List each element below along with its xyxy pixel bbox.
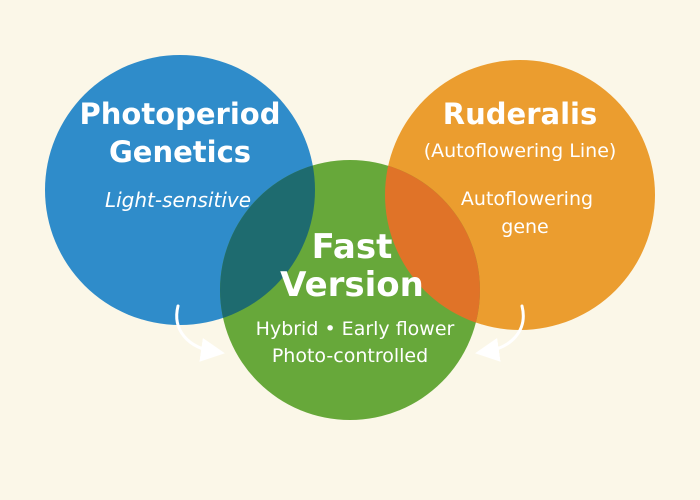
ruderalis-title-line1: Ruderalis <box>442 97 598 131</box>
overlap-left <box>220 160 315 325</box>
photoperiod-trait: Light-sensitive <box>104 188 252 212</box>
fast-version-desc-line2: Photo-controlled <box>271 345 429 367</box>
photoperiod-title-line1: Photoperiod <box>79 97 281 131</box>
overlap-right <box>385 160 480 330</box>
fast-version-title-line1: Fast <box>311 227 393 267</box>
left-arrow <box>175 304 225 362</box>
fast-version-desc-line1: Hybrid • Early flower <box>255 318 455 340</box>
right-arrow <box>475 304 525 362</box>
photoperiod-title-line2: Genetics <box>108 135 252 169</box>
fast-version-title-line2: Version <box>280 265 424 305</box>
ruderalis-title-line2: (Autoflowering Line) <box>423 140 617 162</box>
ruderalis-trait-line2: gene <box>501 216 549 238</box>
ruderalis-trait-line1: Autoflowering <box>460 188 594 210</box>
